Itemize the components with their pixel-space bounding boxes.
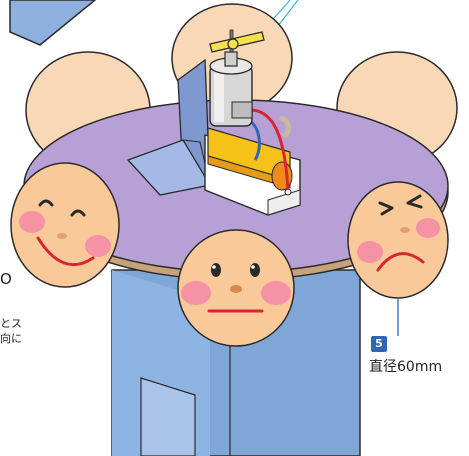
neutral-face (178, 230, 294, 346)
diameter-label: 直径60mm (369, 356, 442, 376)
step-number-badge: 5 (371, 336, 387, 352)
cropped-text-2: とス (0, 315, 22, 331)
frowning-face (348, 182, 448, 298)
smiling-face (11, 163, 119, 287)
box-corner (10, 0, 95, 45)
cropped-text-1: O (0, 270, 12, 288)
cropped-text-3: 向に (0, 330, 22, 346)
